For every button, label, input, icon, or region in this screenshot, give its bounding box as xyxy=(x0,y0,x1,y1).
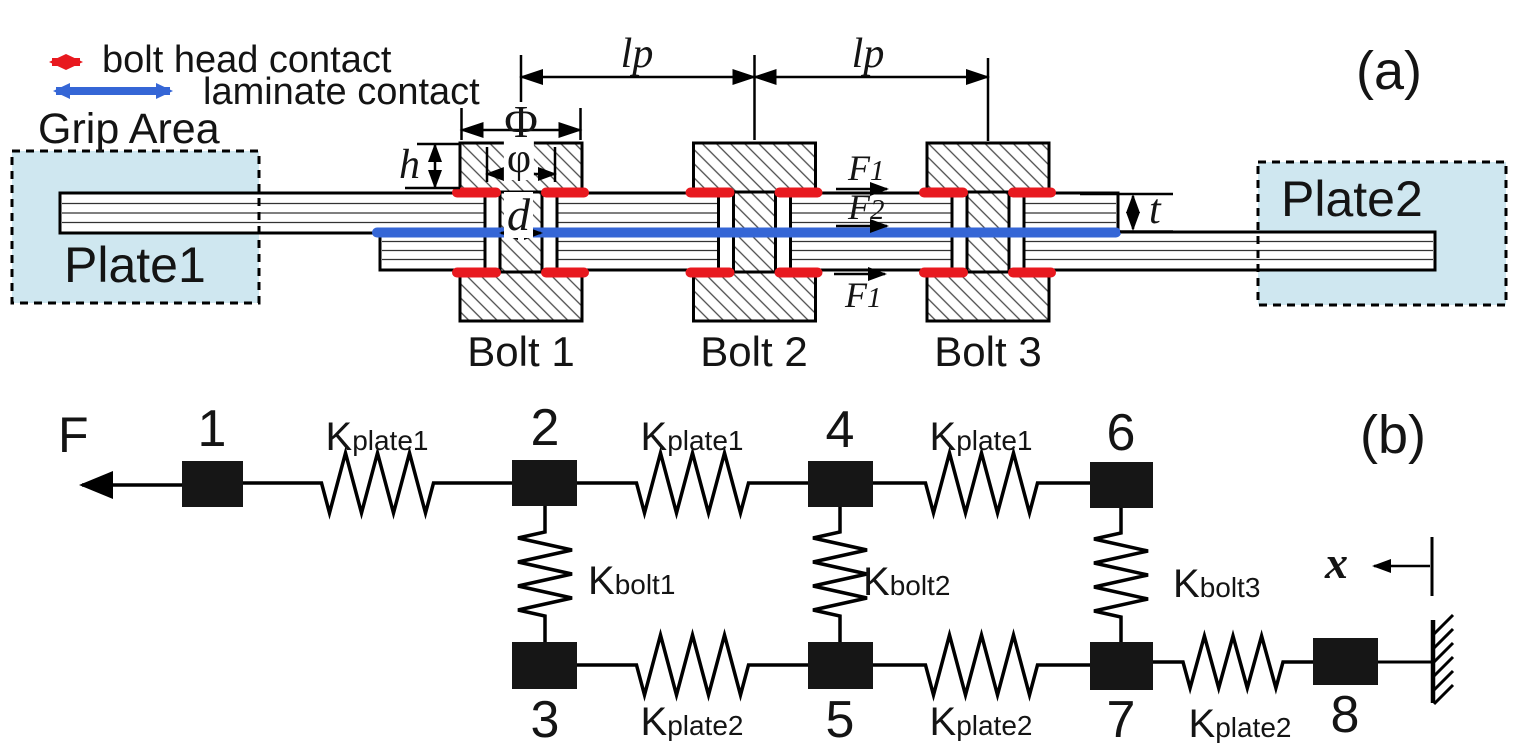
node-1 xyxy=(182,461,243,507)
mass-nodes xyxy=(182,460,1378,690)
f1-subscript: 1 xyxy=(870,155,885,187)
k-symbol: K xyxy=(929,700,957,744)
node-2 xyxy=(512,460,577,506)
spring-label-kplate1-1: Kplate1 xyxy=(326,417,429,457)
f2-subscript: 2 xyxy=(870,194,885,226)
node-7-label: 7 xyxy=(1106,691,1136,749)
spring-label-kbolt3: Kbolt3 xyxy=(1173,564,1260,604)
k-subscript: plate1 xyxy=(352,425,429,456)
node-5-label: 5 xyxy=(825,691,855,749)
k-symbol: K xyxy=(640,700,668,744)
spring-label-kplate1-2: Kplate1 xyxy=(641,417,744,457)
force-f1-bottom-label: F1 xyxy=(845,277,882,313)
k-symbol: K xyxy=(1188,702,1216,746)
spring-kplate1-1 xyxy=(243,446,512,520)
k-symbol: K xyxy=(1173,562,1200,606)
bolt-2 xyxy=(692,141,817,323)
bolt1-label: Bolt 1 xyxy=(467,328,575,375)
node-4-label: 4 xyxy=(825,401,855,459)
spring-label-kbolt2: Kbolt2 xyxy=(863,562,950,602)
node-8 xyxy=(1313,638,1378,685)
spring-model xyxy=(79,446,1433,702)
f1-subscript-bottom: 1 xyxy=(867,282,882,314)
node-6-label: 6 xyxy=(1106,404,1136,462)
k-symbol: K xyxy=(325,415,353,459)
model-force-label: F xyxy=(58,407,89,463)
spring-kplate2-3 xyxy=(1153,629,1313,695)
node-4 xyxy=(808,461,873,507)
k-symbol: K xyxy=(863,560,890,604)
node-1-label: 1 xyxy=(197,400,227,458)
spring-label-kplate2-2: Kplate2 xyxy=(930,702,1033,742)
k-subscript: plate1 xyxy=(956,425,1033,456)
bolt2-label: Bolt 2 xyxy=(700,328,808,375)
dim-thickness-label: t xyxy=(1149,187,1161,233)
k-subscript: plate2 xyxy=(667,710,744,741)
f1-symbol-bottom: F xyxy=(845,275,867,315)
plate1-grip-border xyxy=(10,149,261,305)
panel-b-tag: (b) xyxy=(1360,405,1426,465)
spring-kplate1-2 xyxy=(577,446,808,520)
node-3 xyxy=(512,642,577,689)
spring-kbolt3 xyxy=(1093,508,1149,642)
node-8-label: 8 xyxy=(1330,686,1360,744)
force-f1-top-label: F1 xyxy=(848,150,885,186)
node-3-label: 3 xyxy=(530,691,560,749)
spring-kbolt1 xyxy=(517,506,573,642)
k-subscript: plate1 xyxy=(667,425,744,456)
legend-laminate-contact-label: laminate contact xyxy=(203,71,480,113)
plate1-label: Plate1 xyxy=(64,237,206,293)
dim-washer-diameter-label: φ xyxy=(503,138,535,180)
legend-icons xyxy=(49,54,173,99)
spring-label-kplate2-1: Kplate2 xyxy=(641,702,744,742)
dimension-lines xyxy=(405,55,1173,281)
spring-label-kbolt1: Kbolt1 xyxy=(588,561,675,601)
f2-symbol: F xyxy=(848,187,870,227)
fixed-wall xyxy=(1430,613,1455,706)
x-axis-label: x xyxy=(1325,537,1348,588)
spring-label-kplate2-3: Kplate2 xyxy=(1189,704,1292,744)
f1-symbol: F xyxy=(848,148,870,188)
k-subscript: bolt3 xyxy=(1199,572,1261,603)
force-f2-label: F2 xyxy=(848,189,885,225)
spring-label-kplate1-3: Kplate1 xyxy=(930,417,1033,457)
x-axis-datum xyxy=(1372,537,1434,596)
spring-kbolt2 xyxy=(812,506,868,642)
dim-lp-label-1: lp xyxy=(620,31,654,77)
k-symbol: K xyxy=(929,415,957,459)
node-6 xyxy=(1090,462,1153,508)
spring-kplate2-1 xyxy=(577,628,808,702)
dim-lp-label-2: lp xyxy=(851,31,885,77)
node-7 xyxy=(1090,642,1153,690)
dim-head-height-label: h xyxy=(399,142,420,188)
legend-bolt-head-contact-label: bolt head contact xyxy=(102,39,392,81)
dim-bolt-diameter-label: d xyxy=(504,192,533,238)
k-subscript: plate2 xyxy=(956,710,1033,741)
panel-a-tag: (a) xyxy=(1356,41,1422,101)
bolt3-label: Bolt 3 xyxy=(934,328,1042,375)
spring-kplate1-3 xyxy=(873,446,1090,520)
k-subscript: bolt1 xyxy=(614,569,676,600)
k-symbol: K xyxy=(640,415,668,459)
k-subscript: bolt2 xyxy=(889,570,951,601)
node-2-label: 2 xyxy=(530,399,560,457)
k-symbol: K xyxy=(588,559,615,603)
dim-head-diameter-label: Φ xyxy=(504,96,538,147)
grip-area-label: Grip Area xyxy=(38,105,220,153)
spring-kplate2-2 xyxy=(873,628,1090,702)
k-subscript: plate2 xyxy=(1215,712,1292,743)
bolt-head-contact-patches xyxy=(452,187,1056,278)
node-5 xyxy=(808,642,873,689)
plate2-label: Plate2 xyxy=(1281,171,1423,227)
upper-laminate-plate xyxy=(58,191,1120,235)
